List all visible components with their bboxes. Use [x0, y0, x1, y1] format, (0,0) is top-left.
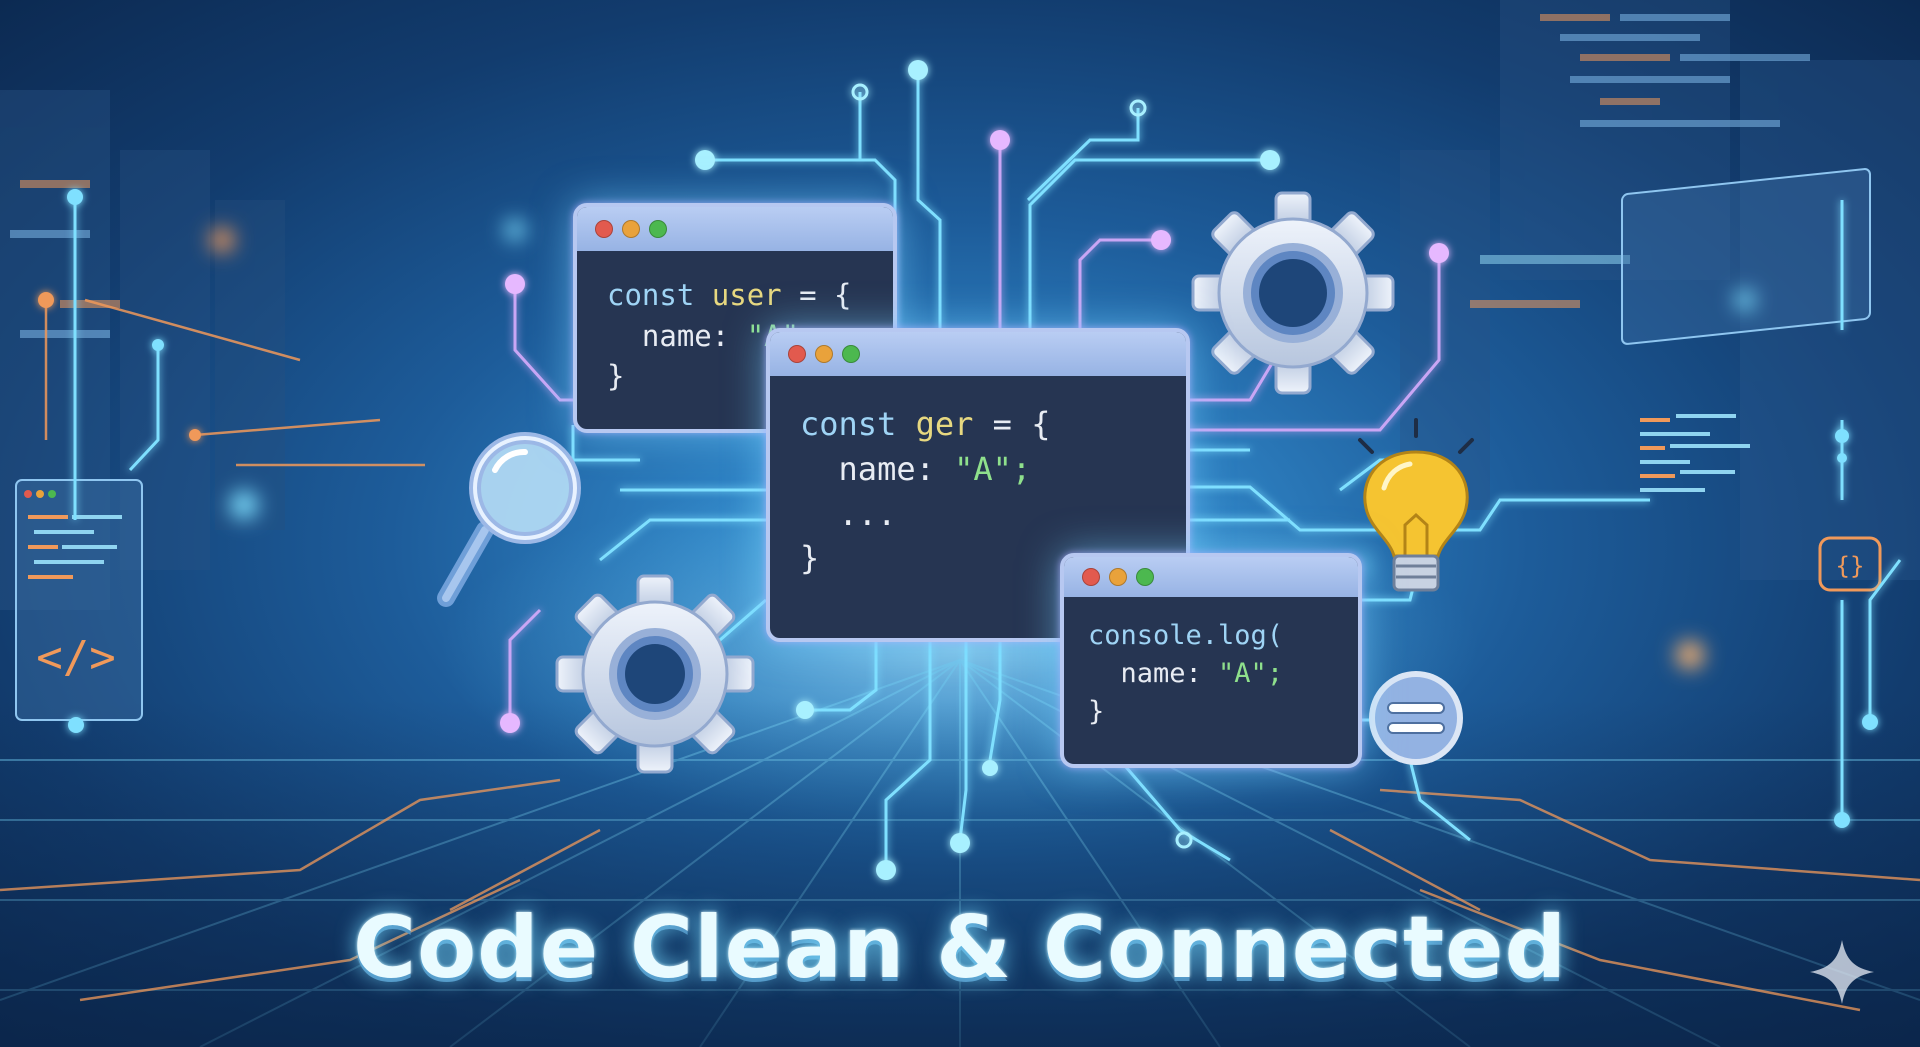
floor-orange-traces: [0, 778, 1920, 1012]
window-maximize-dot: [842, 345, 860, 363]
code-keyword: const: [607, 278, 695, 312]
headline: Code Clean & Connected: [352, 898, 1568, 998]
magnifier-icon: [437, 432, 581, 607]
code-brace-icon: {}: [1836, 552, 1865, 580]
code-text: }: [1088, 695, 1105, 727]
window-close-dot: [1082, 568, 1100, 586]
window-titlebar: [1064, 557, 1358, 597]
window-close-dot: [788, 345, 806, 363]
code-line: ...: [800, 492, 1156, 537]
code-line: name: "A";: [800, 447, 1156, 492]
window-titlebar: [577, 207, 893, 251]
lightbulb-icon: [1358, 418, 1474, 592]
code-identifier: ger: [915, 405, 974, 443]
code-line: }: [800, 536, 1156, 581]
left-code-panel: </>: [15, 479, 143, 721]
code-text: = {: [781, 278, 852, 312]
code-window-console: console.log( name: "A";}: [1060, 553, 1362, 768]
circuit-traces-orange: [44, 298, 425, 467]
background-code-lines: [10, 14, 1810, 338]
gear-icon: [555, 574, 755, 774]
circuit-nodes: [38, 60, 1878, 880]
gear-icon: [1191, 191, 1395, 395]
code-tag-icon: </>: [36, 632, 115, 683]
code-snippet: const ger = { name: "A"; ...}: [770, 376, 1186, 605]
code-text: name:: [607, 318, 747, 353]
window-minimize-dot: [1109, 568, 1127, 586]
window-maximize-dot: [649, 220, 667, 238]
background-buildings: [0, 0, 1920, 610]
floor-shadow: [0, 700, 1920, 1047]
window-titlebar: [770, 332, 1186, 376]
window-minimize-dot: [815, 345, 833, 363]
code-text: = {: [973, 405, 1051, 443]
code-line: }: [607, 356, 863, 397]
code-text: }: [800, 539, 820, 578]
code-text: name:: [800, 449, 955, 488]
code-text: }: [607, 359, 625, 394]
code-snippet: console.log( name: "A";}: [1064, 597, 1358, 750]
code-text: name:: [1088, 657, 1219, 689]
code-string: "A";: [1218, 657, 1284, 689]
code-line: const ger = {: [800, 402, 1156, 447]
code-line: }: [1088, 693, 1334, 731]
window-close-dot: [595, 220, 613, 238]
code-string: "A";: [954, 449, 1032, 488]
code-line: console.log(: [1088, 617, 1334, 655]
code-keyword: const: [800, 405, 897, 443]
code-identifier: user: [711, 278, 782, 312]
code-function: console.log(: [1088, 620, 1284, 651]
right-code-panel: {}: [1621, 168, 1882, 592]
code-text: ...: [800, 494, 897, 533]
code-line: const user = {: [607, 275, 863, 316]
window-maximize-dot: [1136, 568, 1154, 586]
window-minimize-dot: [622, 220, 640, 238]
code-line: name: "A";: [1088, 655, 1334, 693]
menu-icon: [1369, 671, 1463, 765]
sparkle-icon: [1810, 940, 1874, 1004]
